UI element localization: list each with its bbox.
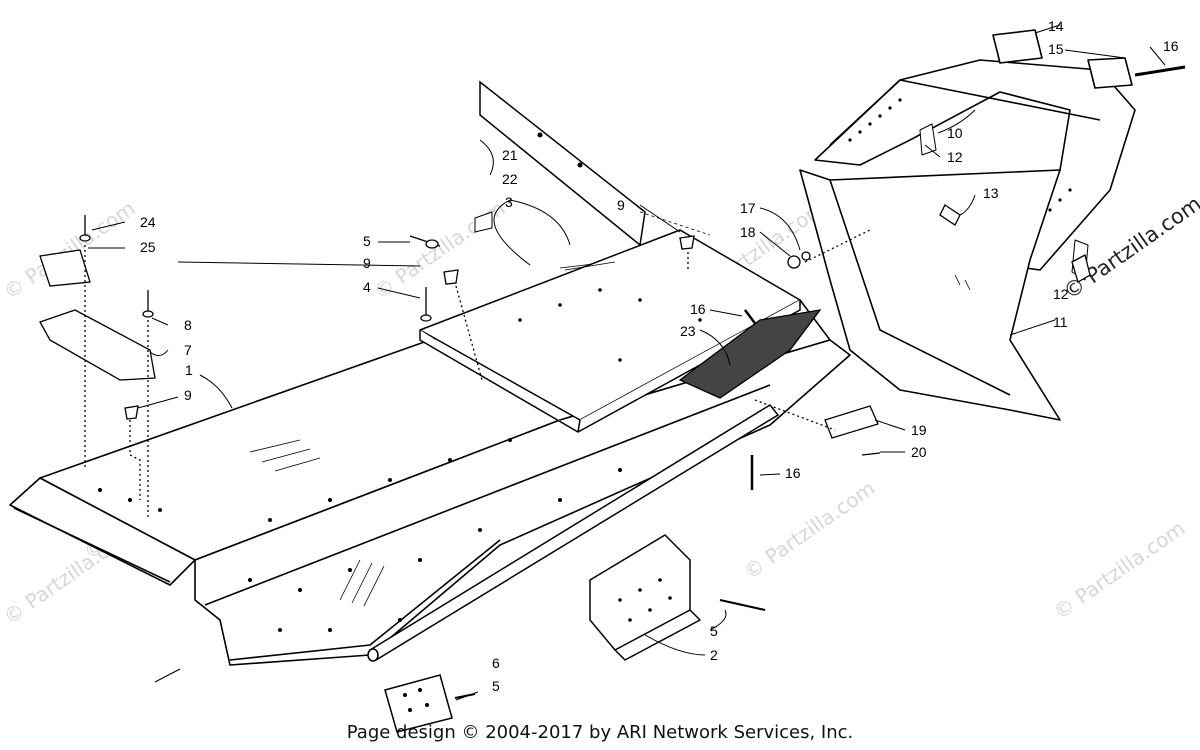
callout-14: 14 (1048, 18, 1064, 34)
callout-21: 21 (502, 147, 518, 163)
mounting-plate (384, 674, 476, 733)
callout-25: 25 (140, 239, 156, 255)
callout-16-bumper: 16 (1163, 38, 1179, 54)
watermark: © Partzilla.com (0, 196, 139, 304)
callout-5-bracket: 5 (710, 623, 718, 639)
callout-19: 19 (911, 422, 927, 438)
callout-1: 1 (185, 362, 193, 378)
copyright-footer: Page design © 2004-2017 by ARI Network S… (346, 722, 854, 743)
callout-leaders (88, 24, 1166, 701)
callout-12-side: 12 (1053, 286, 1069, 302)
callout-9-left: 9 (184, 387, 192, 403)
callout-6: 6 (492, 655, 500, 671)
callout-22: 22 (502, 171, 518, 187)
callout-15: 15 (1048, 41, 1064, 57)
callout-13: 13 (983, 185, 999, 201)
watermark: © Partzilla.com (369, 196, 509, 304)
hardware (39, 204, 1091, 520)
rear-axle-rod (367, 404, 780, 662)
callout-8: 8 (184, 317, 192, 333)
callout-2: 2 (710, 647, 718, 663)
watermark: © Partzilla.com (739, 476, 879, 584)
rear-flap-guard (799, 169, 1061, 421)
callout-11: 11 (1053, 314, 1068, 330)
snow-flap (474, 80, 711, 247)
callout-3: 3 (505, 194, 513, 210)
callout-numbers: 1 2 3 4 5 5 5 6 7 8 9 9 9 9 10 11 12 12 … (140, 18, 1179, 694)
callout-16-center: 16 (690, 301, 706, 317)
callout-5-top: 5 (363, 233, 371, 249)
callout-17: 17 (740, 200, 756, 216)
callout-5-plate: 5 (492, 678, 500, 694)
callout-24: 24 (140, 214, 156, 230)
suspension-bracket (589, 534, 766, 661)
callout-20: 20 (911, 444, 927, 460)
callout-23: 23 (680, 323, 696, 339)
callout-10: 10 (947, 125, 963, 141)
callout-12-top: 12 (947, 149, 963, 165)
callout-7: 7 (184, 342, 192, 358)
watermark: © Partzilla.com (1049, 516, 1189, 624)
callout-18: 18 (740, 224, 756, 240)
callout-16-lower: 16 (785, 465, 801, 481)
callout-4: 4 (363, 279, 371, 295)
callout-9-right: 9 (617, 197, 625, 213)
callout-9-center: 9 (363, 255, 371, 271)
